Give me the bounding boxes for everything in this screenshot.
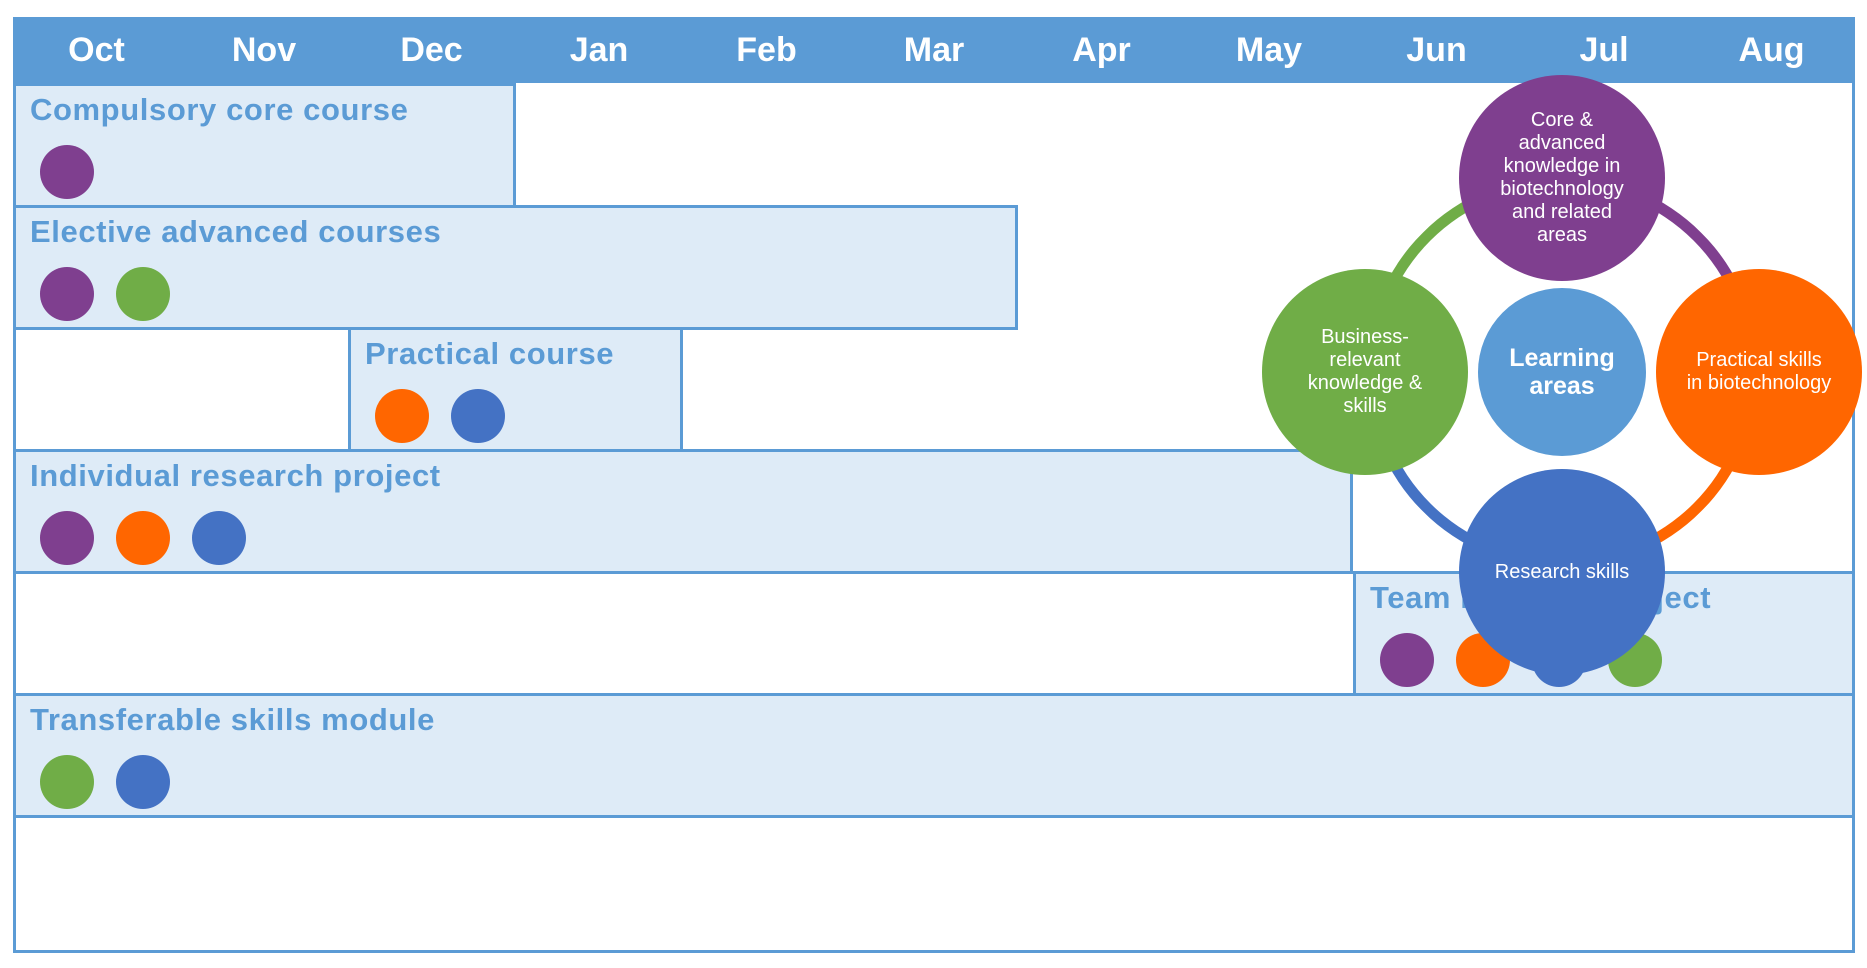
module-title: Individual research project bbox=[30, 458, 441, 493]
month-label-apr: Apr bbox=[1072, 30, 1131, 69]
learning-area-label: Business-relevant knowledge & skills bbox=[1307, 326, 1423, 417]
area-dot-research bbox=[116, 755, 170, 809]
area-dot-research bbox=[192, 511, 246, 565]
area-dot-business bbox=[40, 755, 94, 809]
month-label-mar: Mar bbox=[903, 30, 965, 69]
module-elective-advanced-courses: Elective advanced courses bbox=[13, 205, 1018, 330]
month-label-nov: Nov bbox=[231, 30, 297, 69]
module-title: Compulsory core course bbox=[30, 92, 409, 127]
month-label-jul: Jul bbox=[1579, 30, 1629, 69]
learning-area-core: Core & advanced knowledge in biotechnolo… bbox=[1459, 75, 1665, 281]
learning-area-label: Practical skills in biotechnology bbox=[1686, 349, 1832, 394]
month-label-may: May bbox=[1235, 30, 1303, 69]
area-dot-core bbox=[40, 511, 94, 565]
module-title: Practical course bbox=[365, 336, 615, 371]
learning-area-business: Business-relevant knowledge & skills bbox=[1262, 269, 1468, 475]
month-label-dec: Dec bbox=[400, 30, 463, 69]
area-dot-practical bbox=[116, 511, 170, 565]
month-label-feb: Feb bbox=[736, 30, 797, 69]
learning-area-research: Research skills bbox=[1459, 469, 1665, 675]
area-dot-core bbox=[40, 145, 94, 199]
month-label-aug: Aug bbox=[1738, 30, 1805, 69]
area-dot-core bbox=[1380, 633, 1434, 687]
learning-areas-center-label: Learning areas bbox=[1509, 344, 1615, 400]
area-dot-practical bbox=[375, 389, 429, 443]
learning-areas-center: Learning areas bbox=[1478, 288, 1646, 456]
area-dot-core bbox=[40, 267, 94, 321]
module-individual-research-project: Individual research project bbox=[13, 449, 1353, 574]
month-label-oct: Oct bbox=[68, 30, 125, 69]
area-dot-business bbox=[116, 267, 170, 321]
month-header-bar bbox=[13, 17, 1855, 83]
learning-area-label: Research skills bbox=[1494, 560, 1630, 583]
area-dot-research bbox=[451, 389, 505, 443]
learning-area-practical: Practical skills in biotechnology bbox=[1656, 269, 1862, 475]
module-compulsory-core-course: Compulsory core course bbox=[13, 83, 516, 208]
module-practical-course: Practical course bbox=[348, 327, 683, 452]
module-title: Elective advanced courses bbox=[30, 214, 442, 249]
month-label-jan: Jan bbox=[569, 30, 629, 69]
month-label-jun: Jun bbox=[1406, 30, 1467, 69]
module-title: Transferable skills module bbox=[30, 702, 435, 737]
learning-area-label: Core & advanced knowledge in biotechnolo… bbox=[1500, 109, 1624, 246]
module-transferable-skills-module: Transferable skills module bbox=[13, 693, 1855, 818]
